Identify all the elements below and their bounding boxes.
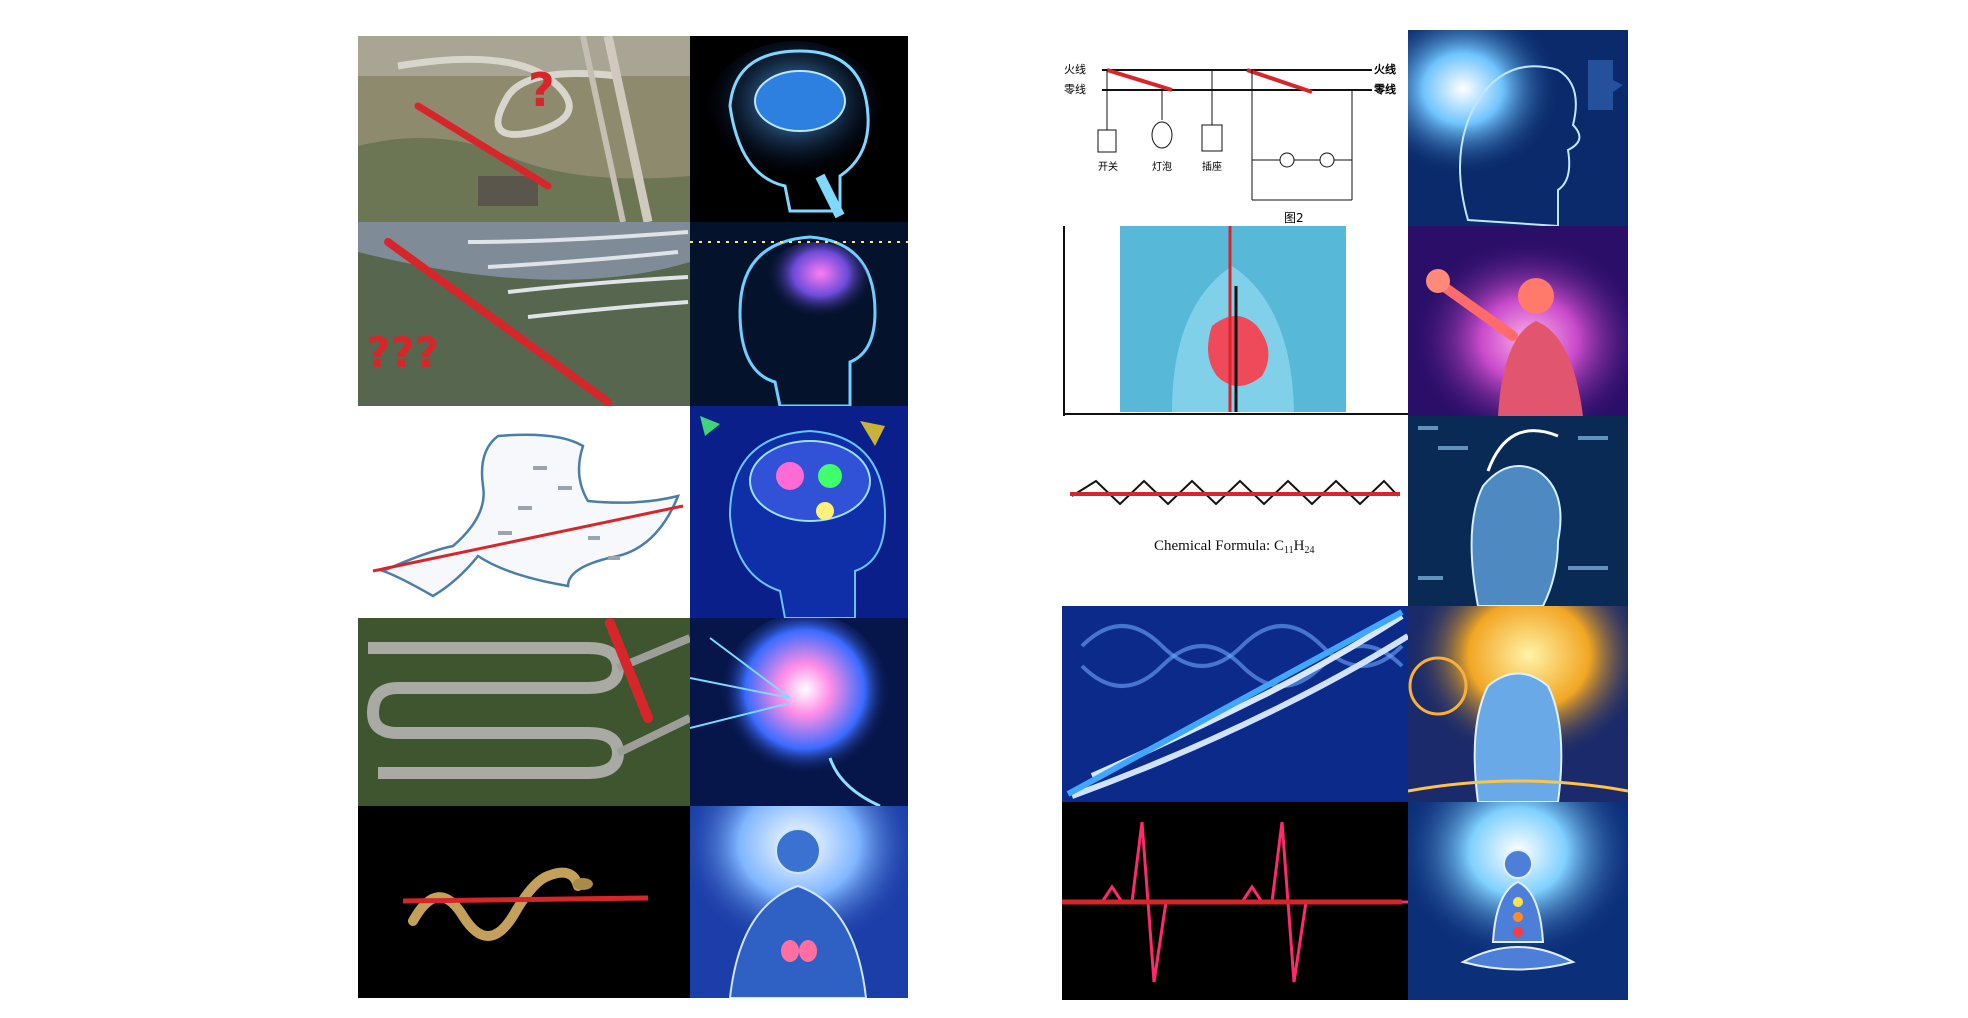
right-meme: 火线 零线 火线 零线 开关 灯泡 插座: [1062, 30, 1628, 1000]
neutral-wire-label-right: 零线: [1373, 82, 1396, 96]
enlightened-body-panel: [690, 806, 908, 998]
golden-mind-panel: [1408, 606, 1628, 802]
live-wire-label-left: 火线: [1064, 62, 1086, 76]
svg-text:???: ???: [366, 328, 439, 377]
galaxy-brain-panel: [690, 618, 908, 806]
switch-label: 开关: [1098, 160, 1118, 173]
live-wire-label-right: 火线: [1374, 62, 1396, 76]
chemical-formula-text: Chemical Formula: C11H24: [1154, 538, 1314, 556]
cosmic-power-panel: [1408, 226, 1628, 416]
cosmic-brain-panel: [690, 406, 908, 618]
mountain-switchback-panel: ???: [358, 222, 690, 406]
data-head-panel: [1408, 416, 1628, 606]
river-map-panel: [358, 406, 690, 618]
digestive-tract-panel: [1062, 226, 1408, 416]
neutral-wire-label-left: 零线: [1064, 82, 1086, 96]
chemical-formula-panel: Chemical Formula: C11H24: [1062, 416, 1408, 606]
lamp-label: 灯泡: [1152, 160, 1172, 173]
svg-text:?: ?: [528, 63, 555, 117]
glowing-brain-head-panel: [690, 222, 908, 406]
figure-label: 图2: [1284, 211, 1304, 225]
dna-helix-panel: [1062, 606, 1408, 802]
circuit-diagram-panel: 火线 零线 火线 零线 开关 灯泡 插座: [1062, 30, 1408, 226]
highway-interchange-panel: ?: [358, 36, 690, 222]
ecg-heartbeat-panel: [1062, 802, 1408, 1000]
snake-panel: [358, 806, 690, 998]
hairpin-road-panel: [358, 618, 690, 806]
digital-head-panel: [1408, 30, 1628, 226]
left-meme: ?: [358, 36, 908, 998]
meditating-figure-panel: [1408, 802, 1628, 1000]
blue-brain-skull-panel: [690, 36, 908, 222]
socket-label: 插座: [1202, 160, 1222, 173]
